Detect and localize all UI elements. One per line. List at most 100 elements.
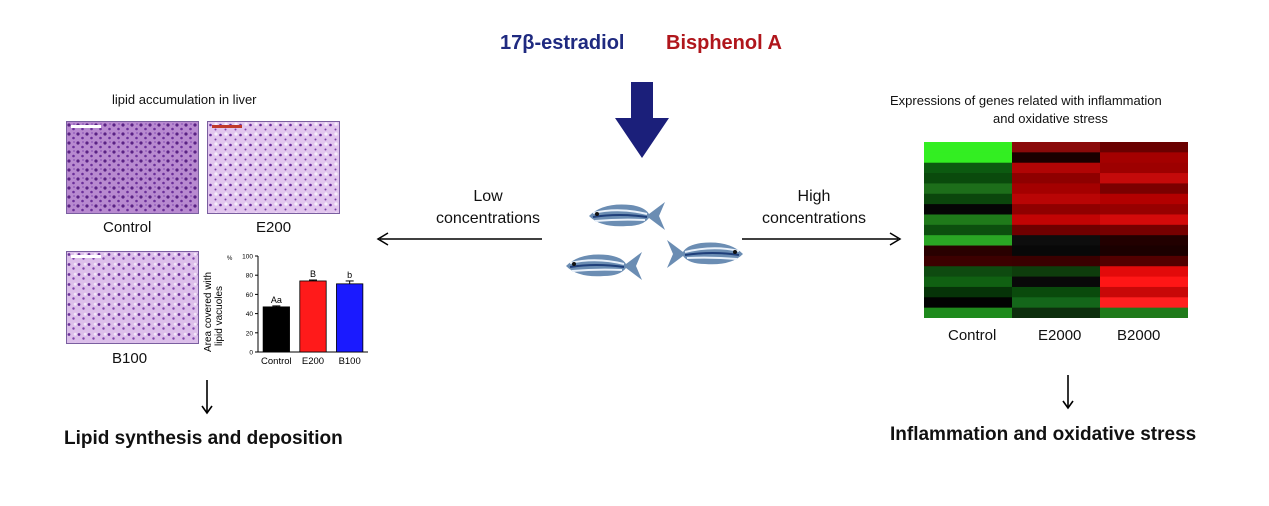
heatmap-cell xyxy=(924,255,1012,267)
histology-texture xyxy=(67,252,198,343)
heatmap-cell xyxy=(1100,142,1188,153)
heatmap-cell xyxy=(1012,193,1100,205)
heatmap-cell xyxy=(1100,307,1188,318)
heatmap-cell xyxy=(1100,173,1188,185)
chart-ylabel-line1: Area covered with xyxy=(203,272,214,352)
histology-texture xyxy=(67,122,198,213)
heatmap-cell xyxy=(1012,235,1100,247)
heatmap-cell xyxy=(924,245,1012,257)
lipid-outcome-text: Lipid synthesis and deposition xyxy=(64,428,343,449)
image-label-e200: E200 xyxy=(256,219,292,236)
histology-image-e200 xyxy=(207,121,340,214)
heatmap-cell xyxy=(924,224,1012,236)
heatmap-cell xyxy=(924,235,1012,247)
heatmap-cell xyxy=(1012,307,1100,318)
heatmap-cell xyxy=(1100,162,1188,174)
heatmap-cell xyxy=(1012,224,1100,236)
heatmap-cell xyxy=(924,266,1012,278)
heatmap-cell xyxy=(924,173,1012,185)
low-text-line1: Low xyxy=(473,188,503,205)
heatmap-cell xyxy=(1012,152,1100,164)
chart-yunit: % xyxy=(227,256,233,262)
heatmap-col-b2000: B2000 xyxy=(1117,327,1161,344)
heatmap-cell xyxy=(1100,255,1188,267)
chart-ytick-label: 80 xyxy=(246,273,254,280)
heatmap-cell xyxy=(1100,235,1188,247)
heatmap-cell xyxy=(1012,276,1100,288)
zebrafish-icon xyxy=(566,252,642,280)
lipid-heading: lipid accumulation in liver xyxy=(112,92,257,107)
low-concentration-text: Low concentrations xyxy=(428,186,548,230)
high-concentration-text: High concentrations xyxy=(744,186,884,230)
chart-category-label: Control xyxy=(261,356,292,367)
heatmap-cell xyxy=(1100,286,1188,298)
zebrafish-icon xyxy=(589,202,665,230)
heatmap-cell xyxy=(1100,204,1188,216)
bisphenol-label: Bisphenol A xyxy=(666,32,782,54)
chart-ylabel-line2: lipid vacuoles xyxy=(214,286,225,346)
heatmap-cell xyxy=(1012,297,1100,309)
chart-bar xyxy=(336,283,364,353)
heatmap-cell xyxy=(1100,297,1188,309)
heatmap-cell xyxy=(1100,266,1188,278)
estradiol-label: 17β-estradiol xyxy=(500,32,625,54)
heatmap-cell xyxy=(1100,276,1188,288)
chart-ytick-label: 20 xyxy=(246,330,254,337)
gene-heading-line2: and oxidative stress xyxy=(993,111,1108,126)
down-arrow-icon xyxy=(201,380,213,415)
heatmap-cell xyxy=(1012,266,1100,278)
high-text-line1: High xyxy=(797,188,831,205)
heatmap-cell xyxy=(1100,224,1188,236)
chart-bar xyxy=(262,306,290,353)
chart-annotation: b xyxy=(347,270,352,280)
heatmap-cell xyxy=(924,204,1012,216)
left-arrow-icon xyxy=(376,232,542,246)
heatmap-cell xyxy=(924,297,1012,309)
inflammation-outcome-text: Inflammation and oxidative stress xyxy=(890,424,1197,445)
heatmap-cell xyxy=(924,193,1012,205)
heatmap-cell xyxy=(1012,245,1100,257)
heatmap-cell xyxy=(1012,255,1100,267)
right-arrow-icon xyxy=(742,232,902,246)
heatmap-cell xyxy=(1100,152,1188,164)
chart-ytick-label: 40 xyxy=(246,311,254,318)
heatmap-col-control: Control xyxy=(948,327,997,344)
heatmap-cell xyxy=(924,142,1012,153)
histology-image-b100 xyxy=(66,251,199,344)
heatmap-cell xyxy=(924,162,1012,174)
heatmap-cell xyxy=(1012,286,1100,298)
heatmap-cell xyxy=(924,307,1012,318)
heatmap-cell xyxy=(1012,183,1100,195)
heatmap-cell xyxy=(924,183,1012,195)
chart-category-label: B100 xyxy=(339,356,361,367)
chart-ytick-label: 100 xyxy=(242,254,253,261)
chart-ytick-label: 60 xyxy=(246,292,254,299)
heatmap-col-e2000: E2000 xyxy=(1038,327,1082,344)
image-label-control: Control xyxy=(103,219,152,236)
heatmap-cell xyxy=(1100,214,1188,226)
heatmap-cell xyxy=(924,276,1012,288)
chart-category-label: E200 xyxy=(302,356,324,367)
heatmap-cell xyxy=(1100,183,1188,195)
lipid-bar-chart: Area covered with lipid vacuoles % 0 20 40… xyxy=(203,254,368,367)
low-text-line2: concentrations xyxy=(435,210,541,227)
heatmap-cell xyxy=(1012,214,1100,226)
down-arrow-icon xyxy=(1062,375,1074,410)
heatmap-cell xyxy=(924,152,1012,164)
heatmap-cell xyxy=(924,286,1012,298)
chart-annotation: B xyxy=(310,269,316,279)
histology-image-control xyxy=(66,121,199,214)
chart-annotation: Aa xyxy=(271,295,282,305)
zebrafish-icon xyxy=(667,240,743,268)
gene-heading-line1: Expressions of genes related with inflam… xyxy=(890,93,1162,108)
heatmap-cell xyxy=(1100,193,1188,205)
high-text-line2: concentrations xyxy=(761,210,867,227)
heatmap-cell xyxy=(924,214,1012,226)
gene-expression-heatmap xyxy=(924,142,1188,318)
big-down-arrow-icon xyxy=(615,82,669,158)
heatmap-cell xyxy=(1100,245,1188,257)
chart-ytick-label: 0 xyxy=(249,350,253,357)
image-label-b100: B100 xyxy=(112,350,148,367)
heatmap-cell xyxy=(1012,204,1100,216)
heatmap-cell xyxy=(1012,173,1100,185)
